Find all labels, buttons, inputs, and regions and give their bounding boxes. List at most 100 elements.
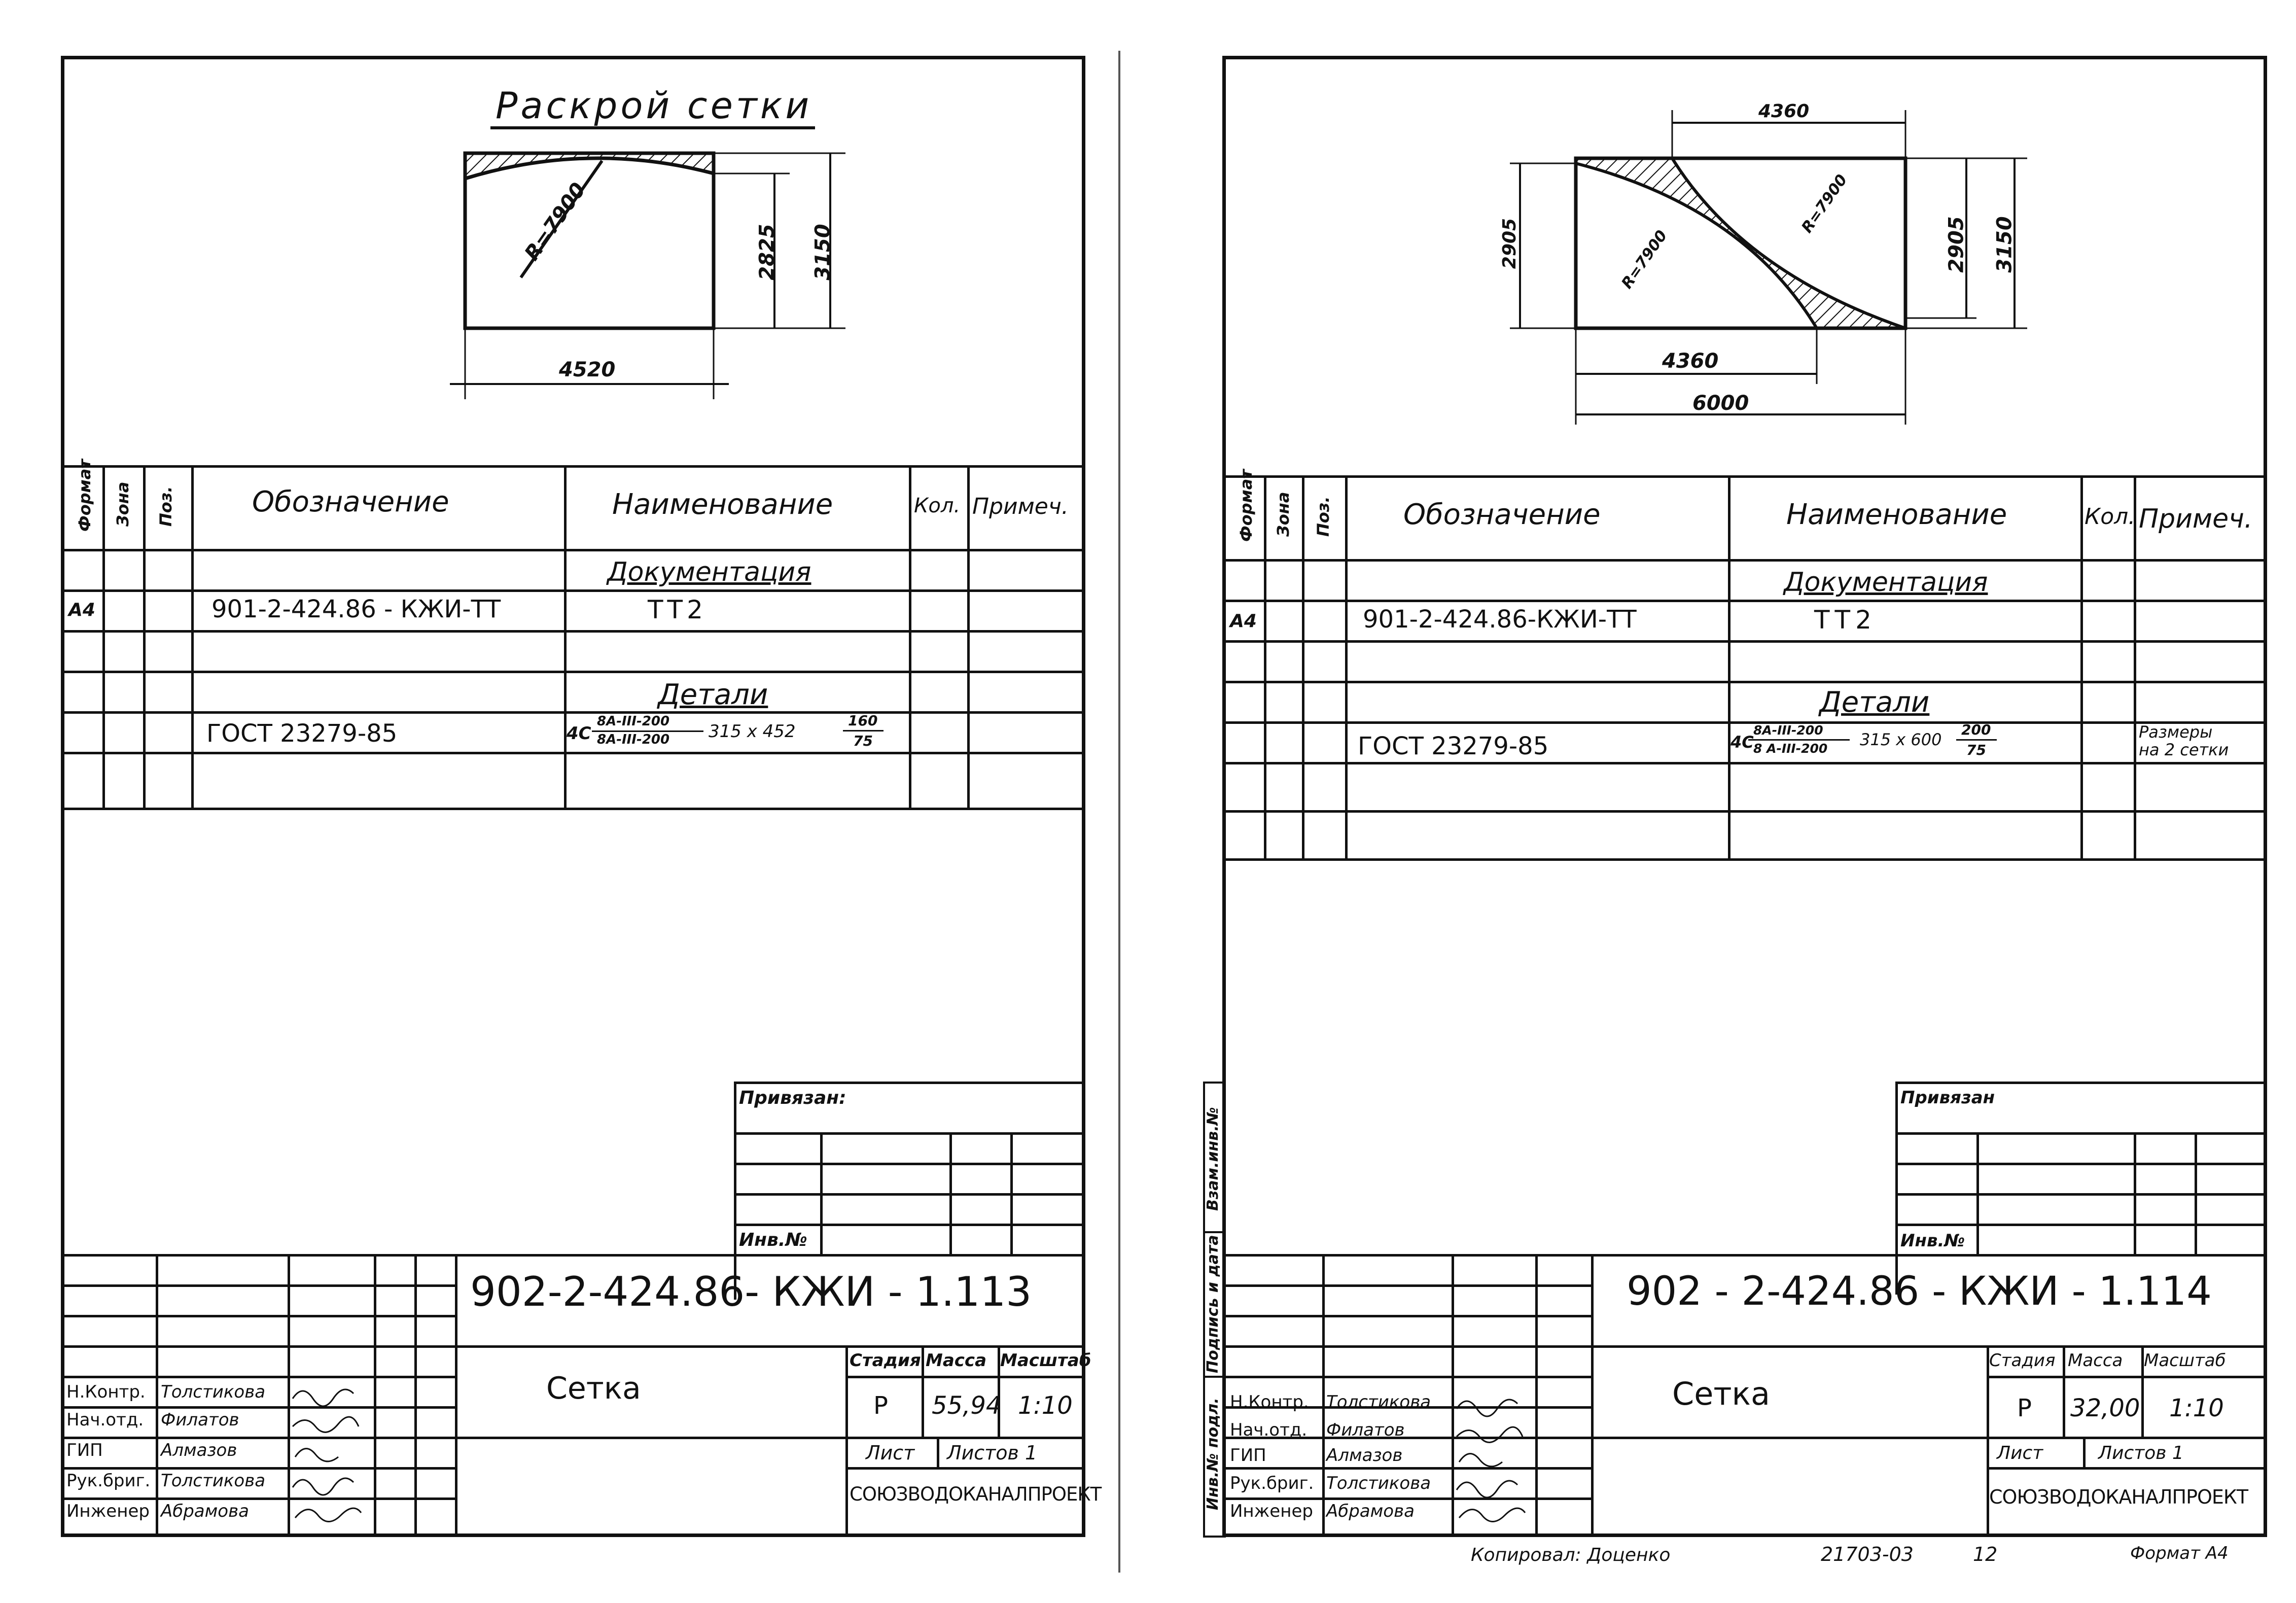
left-doc-format: А4 <box>68 600 95 620</box>
footer-number: 21703-03 <box>1821 1543 1914 1565</box>
right-stage-value: Р <box>2017 1394 2032 1422</box>
left-stage-value: Р <box>873 1391 888 1420</box>
left-mesh-cutting-drawing <box>450 126 845 399</box>
right-doc-code: 902 - 2-424.86 - КЖИ - 1.114 <box>1627 1269 2212 1314</box>
right-dim-right-outer: 3150 <box>1993 216 2017 273</box>
left-name-3: Алмазов <box>161 1440 237 1460</box>
left-role-3: ГИП <box>66 1440 103 1460</box>
left-role-4: Рук.бриг. <box>66 1471 151 1491</box>
right-col-note: Примеч. <box>2139 504 2253 534</box>
right-dim-bottom-inner: 4360 <box>1662 350 1719 373</box>
left-name-5: Абрамова <box>161 1501 249 1521</box>
right-doc-format: А4 <box>1230 611 1257 632</box>
right-col-zone: Зона <box>1274 492 1293 537</box>
left-part-den: 8А-III-200 <box>597 732 670 747</box>
right-org-name: СОЮЗВОДОКАНАЛПРОЕКТ <box>1989 1486 2248 1508</box>
right-scale-value: 1:10 <box>2169 1394 2224 1422</box>
right-stamp-inv-orig: Инв.№ подл. <box>1204 1398 1222 1510</box>
left-doc-name: ТТ2 <box>648 595 707 624</box>
left-role-2: Нач.отд. <box>66 1410 144 1430</box>
right-section-parts: Детали <box>1819 686 1930 719</box>
right-stage-label: Стадия <box>1989 1350 2056 1371</box>
right-section-docs: Документация <box>1784 567 1988 598</box>
left-section-parts: Детали <box>658 678 768 711</box>
right-mass-label: Масса <box>2068 1350 2123 1371</box>
right-dim-bottom-outer: 6000 <box>1692 392 1749 415</box>
right-mesh-cutting-drawing <box>1510 110 2027 425</box>
right-part-num: 8А-III-200 <box>1753 723 1823 738</box>
right-dim-left: 2905 <box>1499 218 1521 269</box>
right-name-1: Толстикова <box>1326 1392 1431 1412</box>
right-col-designation: Обозначение <box>1403 498 1601 531</box>
right-mass-value: 32,00 <box>2070 1394 2140 1422</box>
fold-line <box>1118 51 1120 1573</box>
right-name-3: Алмазов <box>1326 1445 1403 1466</box>
right-role-5: Инженер <box>1230 1501 1313 1521</box>
left-part-size: 315 х 452 <box>709 721 796 742</box>
right-bound-label: Привязан <box>1900 1088 1995 1108</box>
right-part-size: 315 х 600 <box>1860 730 1942 749</box>
left-doc-title: Сетка <box>546 1371 641 1406</box>
right-name-4: Толстикова <box>1326 1473 1431 1493</box>
left-dim-height-inner: 2825 <box>755 224 779 281</box>
left-col-format: Формат <box>75 459 94 532</box>
right-part-frac-den: 75 <box>1966 742 1986 758</box>
left-name-1: Толстикова <box>161 1382 266 1402</box>
left-col-zone: Зона <box>113 481 132 527</box>
right-role-1: Н.Контр. <box>1230 1392 1309 1412</box>
left-col-name: Наименование <box>612 488 833 521</box>
left-mass-label: Масса <box>926 1350 987 1371</box>
left-scale-label: Масштаб <box>1000 1350 1091 1371</box>
right-part-note-2: на 2 сетки <box>2139 740 2229 759</box>
left-part-num: 8А-III-200 <box>597 714 670 729</box>
left-part-designation: ГОСТ 23279-85 <box>206 719 398 748</box>
right-doc-name: ТТ2 <box>1814 605 1877 635</box>
left-col-note: Примеч. <box>972 494 1069 519</box>
right-part-frac-num: 200 <box>1961 721 1991 738</box>
left-part-frac-num: 160 <box>848 712 878 729</box>
right-name-5: Абрамова <box>1326 1501 1415 1521</box>
left-part-prefix: 4С <box>567 723 591 744</box>
right-col-pos: Поз. <box>1314 496 1333 537</box>
footer-copied-by: Копировал: Доценко <box>1471 1545 1671 1565</box>
left-mass-value: 55,94 <box>932 1391 1002 1420</box>
left-role-1: Н.Контр. <box>66 1382 146 1402</box>
right-col-qty: Кол. <box>2085 504 2136 530</box>
right-dim-top: 4360 <box>1758 101 1810 122</box>
right-col-format: Формат <box>1237 469 1256 542</box>
left-name-4: Толстикова <box>161 1471 266 1491</box>
left-col-pos: Поз. <box>156 486 175 527</box>
left-sheets-label: Листов 1 <box>947 1442 1038 1464</box>
right-col-name: Наименование <box>1786 498 2007 531</box>
left-role-5: Инженер <box>66 1501 150 1521</box>
right-part-designation: ГОСТ 23279-85 <box>1358 732 1549 760</box>
left-col-qty: Кол. <box>914 494 961 517</box>
footer-page: 12 <box>1973 1543 1998 1565</box>
right-name-2: Филатов <box>1326 1420 1405 1440</box>
right-part-note-1: Размеры <box>2139 722 2213 742</box>
right-part-den: 8 А-III-200 <box>1753 741 1828 756</box>
right-stamp-sign-date: Подпись и дата <box>1204 1235 1222 1373</box>
left-stage-label: Стадия <box>850 1350 921 1371</box>
right-doc-title: Сетка <box>1672 1375 1770 1412</box>
right-sheets-label: Листов 1 <box>2098 1443 2184 1463</box>
left-sheet: Раскрой сетки R=7900 2825 3150 4520 Форм… <box>61 56 1102 1537</box>
right-part-prefix: 4С <box>1730 733 1754 752</box>
left-section-docs: Документация <box>607 557 811 587</box>
left-drawing-title: Раскрой сетки <box>496 84 813 127</box>
right-dim-right-inner: 2905 <box>1945 216 1968 273</box>
left-scale-value: 1:10 <box>1018 1391 1073 1420</box>
right-role-4: Рук.бриг. <box>1230 1473 1314 1493</box>
left-dim-width: 4520 <box>559 358 616 381</box>
right-doc-designation: 901-2-424.86-КЖИ-ТТ <box>1363 605 1637 634</box>
right-inv-label: Инв.№ <box>1900 1231 1965 1251</box>
left-dim-height-outer: 3150 <box>811 224 835 281</box>
footer-format: Формат А4 <box>2130 1543 2229 1563</box>
right-stamp-replace-inv: Взам.инв.№ <box>1204 1107 1222 1211</box>
right-sheet-label: Лист <box>1997 1443 2043 1463</box>
right-sheet: 4360 2905 2905 3150 R=7900 R=7900 4360 6… <box>1203 56 2267 1538</box>
left-inv-label: Инв.№ <box>739 1230 807 1250</box>
left-doc-code: 902-2-424.86- КЖИ - 1.113 <box>470 1268 1032 1315</box>
right-role-3: ГИП <box>1230 1445 1266 1466</box>
left-col-designation: Обозначение <box>252 485 449 518</box>
